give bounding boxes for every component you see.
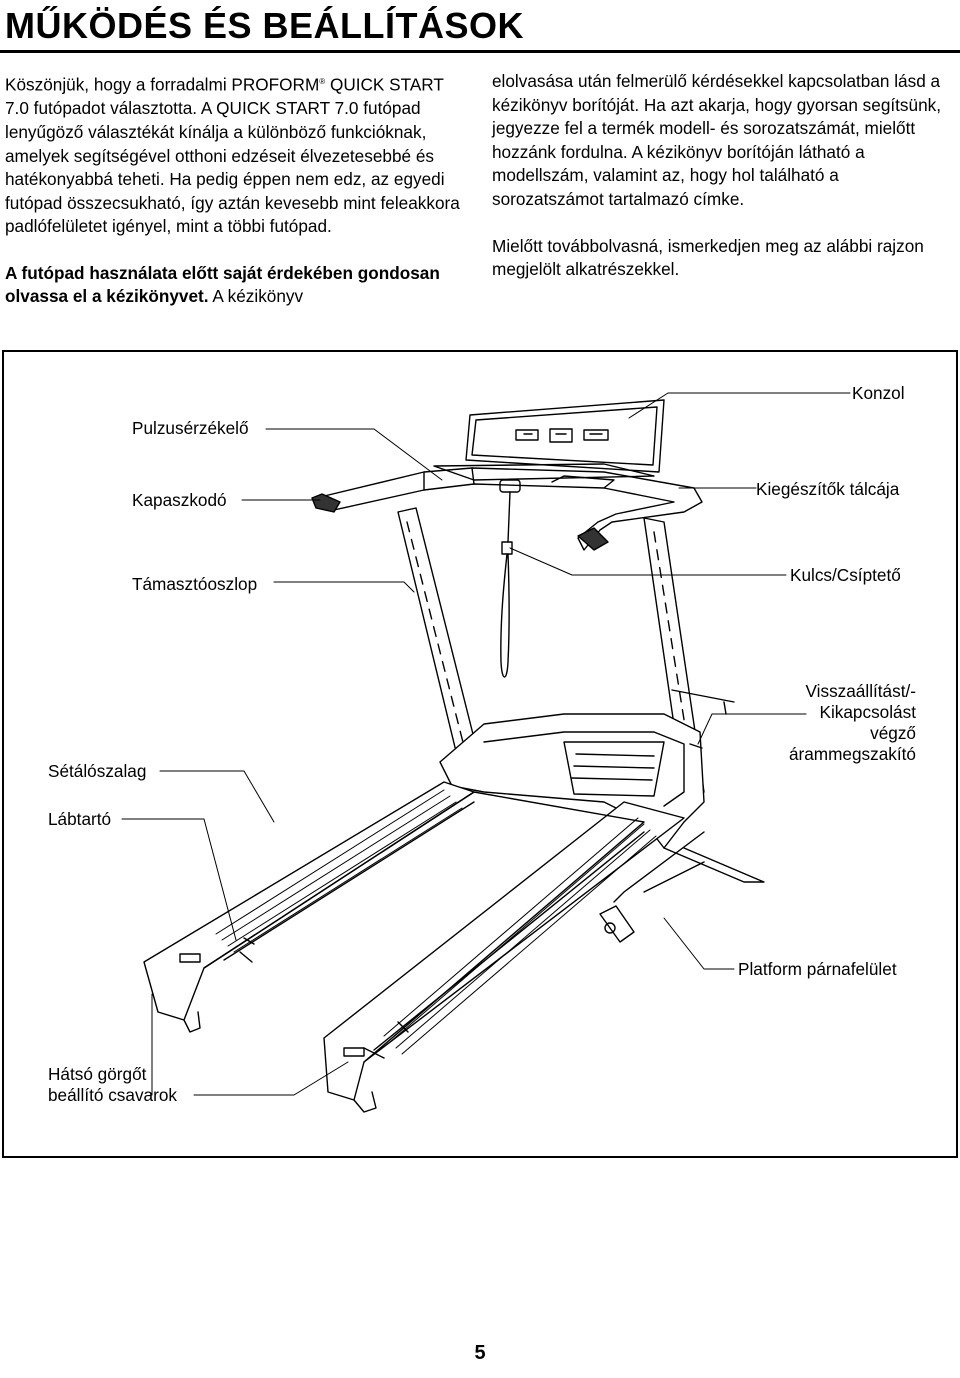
- intro-paragraph-2: A futópad használata előtt saját érdekéb…: [5, 262, 467, 309]
- intro-text: Köszönjük, hogy a forradalmi PROFORM: [5, 74, 320, 95]
- label-labtarto: Lábtartó: [48, 809, 112, 829]
- label-kulcs: Kulcs/Csíptető: [790, 565, 901, 585]
- label-pulzus: Pulzusérzékelő: [132, 418, 249, 438]
- cushion-drawing: [643, 861, 705, 893]
- label-platform: Platform párnafelület: [738, 959, 897, 979]
- label-reset-line: Kikapcsolást: [819, 702, 917, 722]
- key-cord-drawing: [500, 491, 513, 678]
- label-gorgo-line: Hátsó görgőt: [48, 1064, 147, 1084]
- deck-frame-drawing: [143, 781, 685, 1113]
- left-footrail-strips: [215, 789, 463, 953]
- label-konzol: Konzol: [852, 383, 905, 403]
- intro-paragraph-4: Mielőtt továbbolvasná, ismerkedjen meg a…: [492, 235, 924, 280]
- treadmill-figure: Konzol Pulzusérzékelő Kapaszkodó Kiegész…: [2, 350, 958, 1158]
- intro-paragraph-3: elolvasása után felmerülő kérdésekkel ka…: [492, 71, 942, 209]
- warning-text: A futópad használata előtt saját érdekéb…: [5, 262, 440, 307]
- intro-text: QUICK START 7.0 futópadot választotta. A…: [5, 74, 460, 237]
- base-rail-drawing: [599, 831, 765, 943]
- page-title: MŰKÖDÉS ÉS BEÁLLÍTÁSOK: [5, 5, 525, 46]
- label-reset-line: végző: [870, 723, 916, 743]
- intro-left-column: Köszönjük, hogy a forradalmi PROFORM® QU…: [5, 70, 467, 332]
- console-drawing: [465, 399, 665, 473]
- label-kapaszkodo: Kapaszkodó: [132, 490, 227, 510]
- label-szalag: Sétálószalag: [48, 761, 147, 781]
- label-tarolo: Kiegészítők tálcája: [756, 479, 900, 499]
- intro-paragraph-1: Köszönjük, hogy a forradalmi PROFORM® QU…: [5, 70, 467, 239]
- title-divider: [0, 50, 960, 53]
- left-upright-drawing: [397, 507, 481, 769]
- label-reset-line: árammegszakító: [788, 744, 916, 764]
- label-tamasz: Támasztóoszlop: [132, 574, 258, 594]
- label-reset-line: Visszaállítást/-: [805, 681, 917, 701]
- page-number: 5: [474, 1342, 486, 1364]
- leader-lines: [121, 392, 851, 1096]
- right-footrail-strips: [383, 817, 657, 1055]
- intro-right-column: elolvasása után felmerülő kérdésekkel ka…: [492, 70, 954, 305]
- label-reset: Visszaállítást/- Kikapcsolást végző áram…: [789, 681, 916, 765]
- registered-mark: ®: [319, 77, 326, 86]
- label-gorgo-line: beállító csavarok: [48, 1085, 177, 1105]
- handrail-drawing: [311, 463, 703, 551]
- treadmill-drawing: [121, 392, 851, 1113]
- intro-text: A kézikönyv: [208, 286, 304, 307]
- breaker-drawing: [689, 743, 703, 749]
- label-gorgo: Hátsó görgőt beállító csavarok: [48, 1064, 177, 1106]
